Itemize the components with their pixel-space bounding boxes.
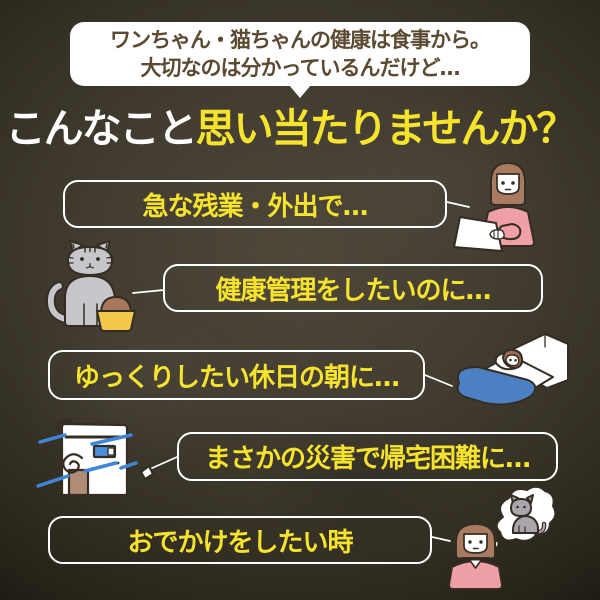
- scenario-label: 急な残業・外出で…: [142, 191, 368, 222]
- storm-house-icon: [36, 419, 155, 497]
- woman-working-on-laptop-illustration: [450, 160, 598, 260]
- woman-thinking-of-cat-illustration: [443, 483, 558, 595]
- scenario-label: まさかの災害で帰宅困難に…: [204, 444, 531, 474]
- intro-speech-bubble: ワンちゃん・猫ちゃんの健康は食事から。 大切なのは分かっているんだけど…: [70, 22, 530, 98]
- sleeping-bed-icon: [456, 333, 569, 406]
- scenario-bubble-disaster: まさかの災害で帰宅困難に…: [177, 432, 558, 481]
- intro-line-2: 大切なのは分かっているんだけど…: [140, 56, 461, 80]
- scenario-label: おでかけをしたい時: [127, 527, 353, 558]
- scenario-label: 健康管理をしたいのに…: [215, 275, 491, 306]
- headline-white-part: こんなこと: [5, 106, 198, 152]
- cat-bowl-icon: [46, 240, 136, 332]
- cat-with-food-bowl-illustration: [40, 240, 140, 336]
- scenario-bubble-holiday-morning: ゆっくりしたい休日の朝に…: [48, 350, 425, 400]
- intro-line-1: ワンちゃん・猫ちゃんの健康は食事から。: [110, 28, 491, 52]
- scenario-bubble-sudden-overtime: 急な残業・外出で…: [63, 180, 447, 228]
- scenario-label: ゆっくりしたい休日の朝に…: [73, 362, 400, 393]
- scenario-bubble-health-management: 健康管理をしたいのに…: [163, 264, 543, 312]
- thought-cloud-cat-icon: [448, 485, 557, 590]
- headline: こんなこと思い当たりませんか？: [0, 103, 580, 155]
- scenario-bubble-going-out: おでかけをしたい時: [48, 516, 432, 564]
- house-in-storm-illustration: [32, 413, 167, 505]
- person-sleeping-in-bed-illustration: [448, 330, 573, 410]
- woman-laptop-icon: [453, 162, 535, 252]
- headline-yellow-part: 思い当たりませんか？: [195, 106, 577, 152]
- speech-bubble-tail-icon: [289, 85, 311, 98]
